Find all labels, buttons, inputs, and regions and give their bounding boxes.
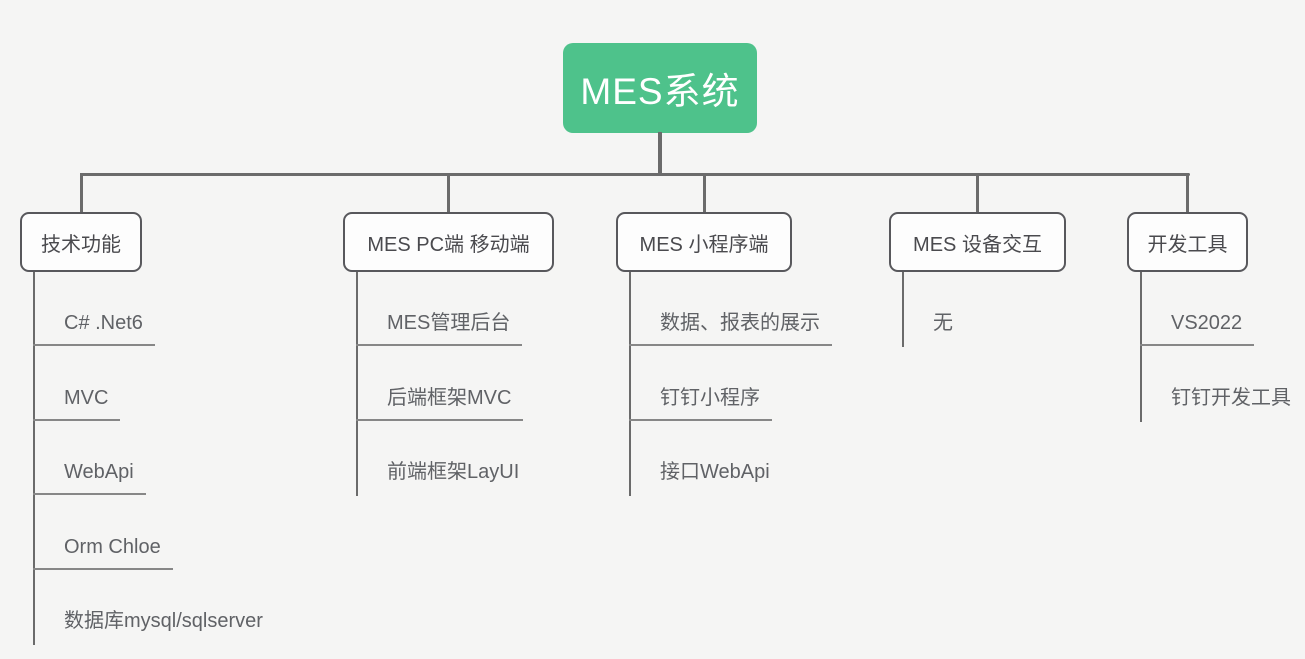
branch-trunk-line <box>33 272 35 645</box>
child-node[interactable]: 接口WebApi <box>660 461 770 483</box>
child-node[interactable]: MES管理后台 <box>356 313 523 346</box>
child-node[interactable]: 钉钉小程序 <box>629 388 772 421</box>
child-node[interactable]: 数据库mysql/sqlserver <box>64 610 263 632</box>
child-node[interactable]: MVC <box>33 388 121 421</box>
root-trunk-line <box>658 132 662 176</box>
child-node[interactable]: C# .Net6 <box>33 313 155 346</box>
branch-connector-line <box>81 173 1190 176</box>
child-node[interactable]: 数据、报表的展示 <box>629 313 832 346</box>
child-node[interactable]: 钉钉开发工具 <box>1171 386 1291 409</box>
branch-trunk-line <box>629 272 631 496</box>
branch-drop-line <box>976 173 979 213</box>
branch-node-3[interactable]: MES 设备交互 <box>889 212 1066 272</box>
child-node[interactable]: VS2022 <box>1140 313 1255 346</box>
branch-drop-line <box>1186 173 1189 213</box>
child-node[interactable]: 后端框架MVC <box>356 388 524 421</box>
branch-drop-line <box>702 173 706 213</box>
child-node[interactable]: 前端框架LayUI <box>387 461 520 483</box>
child-node[interactable]: WebApi <box>33 462 146 495</box>
branch-drop-line <box>79 173 83 213</box>
root-node[interactable]: MES系统 <box>563 43 757 133</box>
branch-node-0[interactable]: 技术功能 <box>20 212 142 272</box>
branch-trunk-line <box>356 272 358 496</box>
child-node[interactable]: 无 <box>933 312 953 334</box>
branch-trunk-line <box>1140 272 1142 422</box>
branch-node-2[interactable]: MES 小程序端 <box>616 212 792 272</box>
child-node[interactable]: Orm Chloe <box>33 537 173 570</box>
branch-trunk-line <box>902 272 904 347</box>
branch-node-4[interactable]: 开发工具 <box>1127 212 1248 272</box>
branch-drop-line <box>447 173 450 213</box>
branch-node-1[interactable]: MES PC端 移动端 <box>343 212 554 272</box>
